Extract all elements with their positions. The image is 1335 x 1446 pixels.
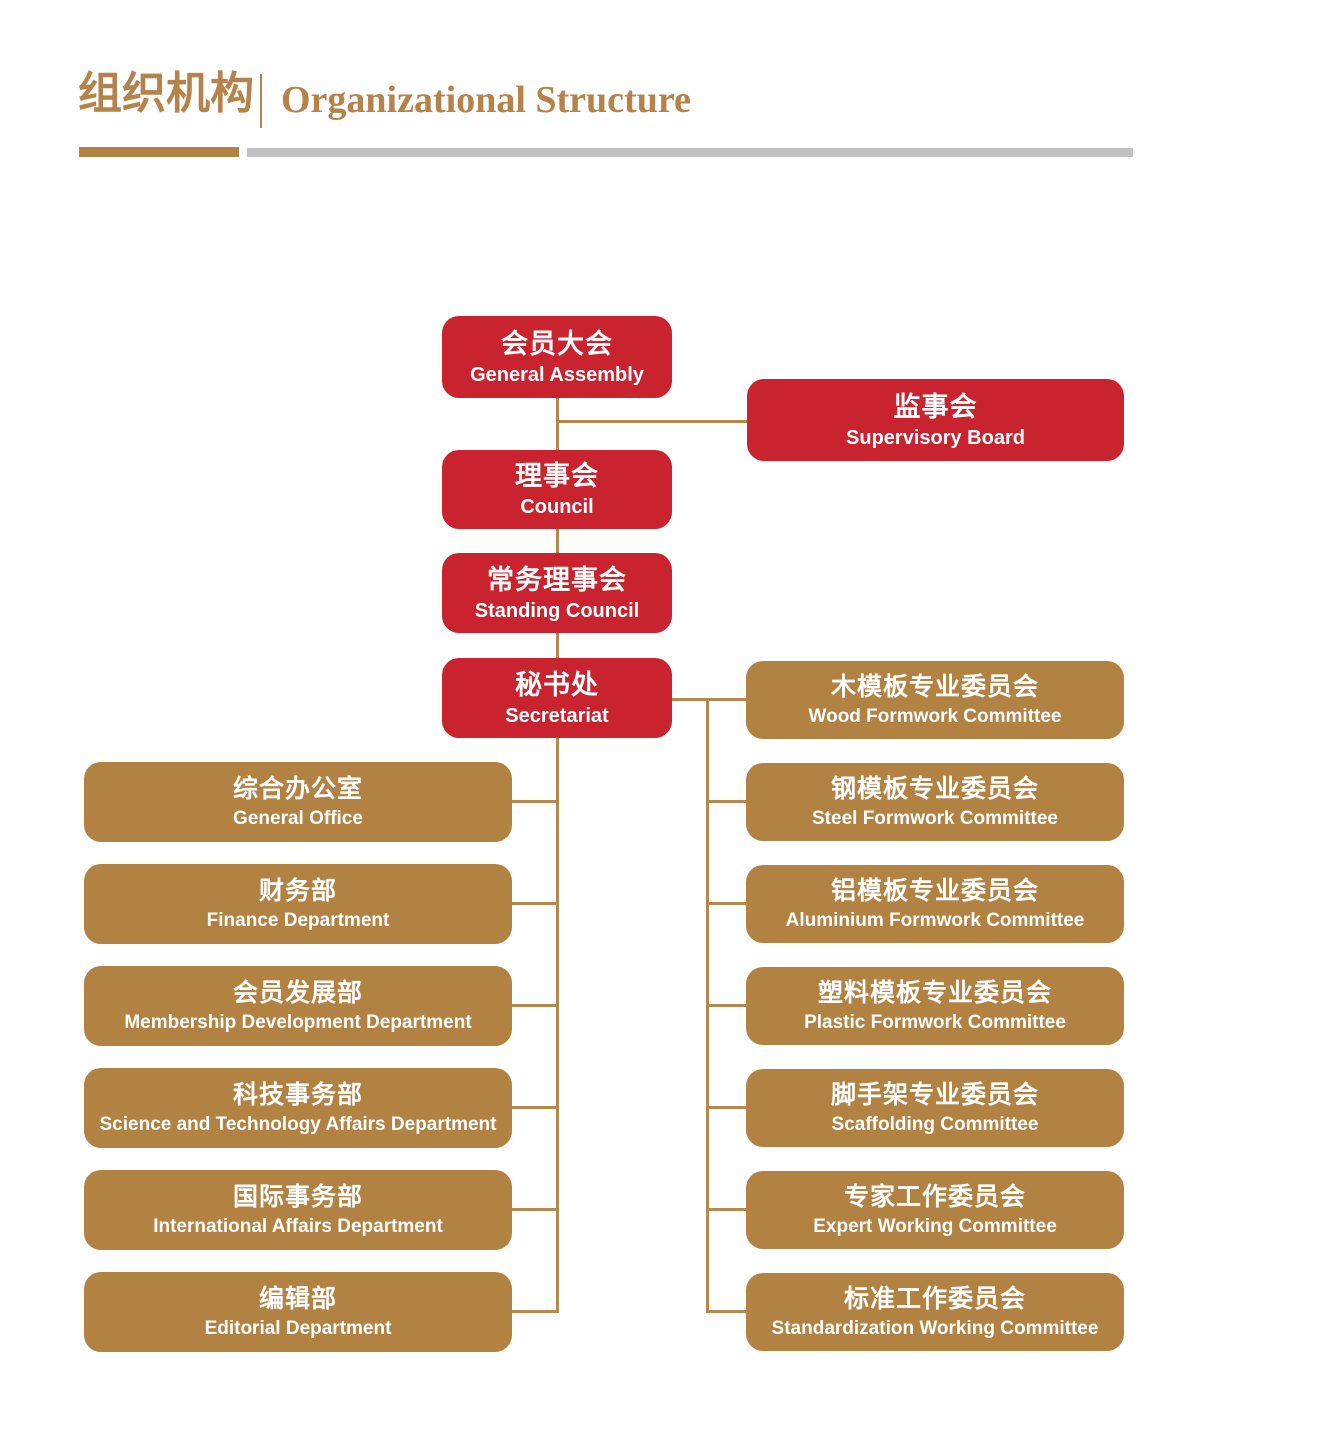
node-label-en: Secretariat [505, 704, 609, 727]
node-committee-standardization-working: 标准工作委员会 Standardization Working Committe… [746, 1273, 1124, 1351]
node-committee-expert-working: 专家工作委员会 Expert Working Committee [746, 1171, 1124, 1249]
node-committee-scaffolding: 脚手架专业委员会 Scaffolding Committee [746, 1069, 1124, 1147]
node-label-en: Membership Development Department [124, 1012, 472, 1033]
connector-right-stub-5 [706, 1106, 746, 1109]
node-department-editorial: 编辑部 Editorial Department [84, 1272, 512, 1352]
node-label-en: Aluminium Formwork Committee [785, 910, 1085, 931]
connector-left-stub-6 [512, 1310, 559, 1313]
node-label-zh: 监事会 [893, 391, 978, 422]
node-label-zh: 会员大会 [501, 328, 613, 359]
node-label-en: Plastic Formwork Committee [804, 1012, 1066, 1033]
title-underline-gray [247, 148, 1133, 157]
page-title-zh: 组织机构 [78, 68, 254, 119]
node-label-zh: 塑料模板专业委员会 [817, 979, 1052, 1007]
node-label-en: General Assembly [470, 363, 644, 386]
connector-left-stub-2 [512, 902, 559, 905]
node-supervisory-board: 监事会 Supervisory Board [747, 379, 1124, 461]
node-label-en: Standing Council [474, 599, 640, 622]
node-label-zh: 科技事务部 [232, 1081, 363, 1109]
node-label-zh: 标准工作委员会 [843, 1285, 1026, 1313]
connector-right-stub-3 [706, 902, 746, 905]
node-label-zh: 国际事务部 [232, 1183, 363, 1211]
connector-left-stub-3 [512, 1004, 559, 1007]
node-label-zh: 木模板专业委员会 [830, 673, 1039, 701]
node-standing-council: 常务理事会 Standing Council [442, 553, 672, 633]
node-department-international-affairs: 国际事务部 International Affairs Department [84, 1170, 512, 1250]
node-department-science-technology: 科技事务部 Science and Technology Affairs Dep… [84, 1068, 512, 1148]
node-label-en: Standardization Working Committee [771, 1318, 1099, 1339]
node-committee-plastic-formwork: 塑料模板专业委员会 Plastic Formwork Committee [746, 967, 1124, 1045]
connector-right-stub-6 [706, 1208, 746, 1211]
node-label-zh: 专家工作委员会 [843, 1183, 1026, 1211]
node-label-en: Steel Formwork Committee [812, 808, 1058, 829]
connector-right-stub-2 [706, 800, 746, 803]
node-committee-steel-formwork: 钢模板专业委员会 Steel Formwork Committee [746, 763, 1124, 841]
node-label-en: Scaffolding Committee [831, 1114, 1039, 1135]
connector-right-stub-7 [706, 1310, 746, 1313]
connector-left-stub-4 [512, 1106, 559, 1109]
title-underline-gold [79, 147, 239, 157]
title-divider [260, 74, 262, 128]
node-label-zh: 财务部 [258, 877, 337, 905]
node-committee-wood-formwork: 木模板专业委员会 Wood Formwork Committee [746, 661, 1124, 739]
node-label-zh: 综合办公室 [232, 775, 363, 803]
node-department-general-office: 综合办公室 General Office [84, 762, 512, 842]
node-label-en: Wood Formwork Committee [808, 706, 1062, 727]
node-label-en: Expert Working Committee [813, 1216, 1057, 1237]
connector-left-stub-5 [512, 1208, 559, 1211]
connector-assembly-council [556, 398, 559, 451]
node-label-zh: 常务理事会 [487, 564, 627, 595]
node-label-en: Finance Department [206, 910, 390, 931]
node-label-zh: 钢模板专业委员会 [830, 775, 1039, 803]
node-department-membership-development: 会员发展部 Membership Development Department [84, 966, 512, 1046]
connector-council-standing [556, 529, 559, 554]
node-label-zh: 铝模板专业委员会 [830, 877, 1039, 905]
node-general-assembly: 会员大会 General Assembly [442, 316, 672, 398]
connector-branch-supervisory [556, 420, 747, 423]
node-secretariat: 秘书处 Secretariat [442, 658, 672, 738]
node-committee-aluminium-formwork: 铝模板专业委员会 Aluminium Formwork Committee [746, 865, 1124, 943]
node-council: 理事会 Council [442, 450, 672, 529]
page-title-en: Organizational Structure [281, 79, 691, 121]
connector-left-stub-1 [512, 800, 559, 803]
node-label-en: Council [520, 496, 594, 518]
node-label-en: Supervisory Board [846, 426, 1025, 449]
node-label-en: Science and Technology Affairs Departmen… [99, 1114, 497, 1135]
node-label-en: Editorial Department [204, 1318, 392, 1339]
node-label-zh: 秘书处 [515, 669, 599, 700]
node-label-zh: 理事会 [515, 461, 599, 491]
node-label-zh: 会员发展部 [232, 979, 363, 1007]
connector-left-trunk [556, 738, 559, 1313]
node-label-zh: 脚手架专业委员会 [830, 1081, 1039, 1109]
node-label-zh: 编辑部 [258, 1285, 337, 1313]
node-department-finance: 财务部 Finance Department [84, 864, 512, 944]
node-label-en: General Office [233, 808, 363, 829]
connector-secretariat-committees [672, 698, 746, 701]
node-label-en: International Affairs Department [153, 1216, 443, 1237]
connector-standing-secretariat [556, 633, 559, 659]
connector-right-stub-4 [706, 1004, 746, 1007]
